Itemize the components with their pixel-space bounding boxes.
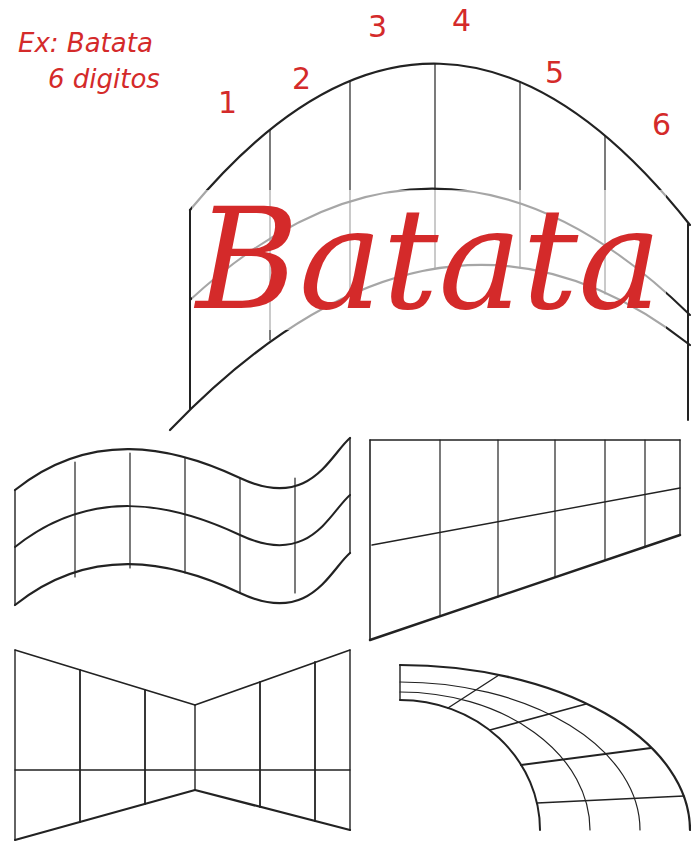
column-number: 3	[368, 12, 387, 42]
example-note: 6 digitos	[48, 66, 160, 92]
column-number: 1	[218, 88, 237, 118]
column-number: 6	[652, 110, 671, 140]
column-number: 4	[452, 6, 471, 36]
sample-word: Batata	[192, 190, 666, 330]
column-number: 2	[292, 64, 311, 94]
column-number: 5	[545, 58, 564, 88]
example-note: Ex: Batata	[18, 30, 153, 56]
